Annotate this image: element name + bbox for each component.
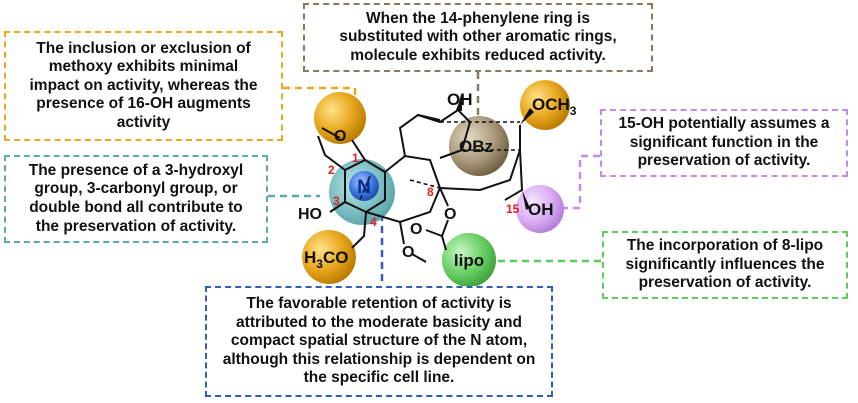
position-3: 3: [333, 194, 340, 208]
obz-sphere: [449, 116, 509, 176]
phenylene-line-1: When the 14-phenylene ring is: [366, 9, 590, 27]
phenylene-callout: When the 14-phenylene ring is substitute…: [303, 3, 653, 72]
position-4: 4: [370, 215, 377, 229]
methoxy-line-1: The inclusion or exclusion of: [36, 39, 251, 57]
phenylene-line-2: substituted with other aromatic rings,: [339, 28, 617, 46]
methoxy-line-3: impact on activity, whereas the: [29, 76, 258, 94]
hydroxyl3-line-3: double bond all contribute to: [29, 199, 243, 216]
methoxy-callout: The inclusion or exclusion of methoxy ex…: [4, 31, 283, 141]
nitrogen-line-2: attributed to the moderate basicity and: [236, 313, 522, 331]
methoxy-connector: [283, 86, 357, 100]
hydroxyl3-line-2: group, 3-carbonyl group, or: [34, 180, 238, 198]
methoxy-line-5: activity: [116, 113, 171, 131]
hydroxyl3-line-1: The presence of a 3-hydroxyl: [28, 161, 244, 179]
hydroxyl15-line-3: preservation of activity.: [637, 152, 811, 170]
hydroxyl15-callout: 15-OH potentially assumes a significant …: [600, 109, 848, 177]
nitrogen-line-3: compact spatial structure of the N atom,: [230, 332, 528, 350]
hydroxyl15-line-2: significant function in the: [629, 133, 819, 151]
o-8-label: O: [444, 206, 456, 223]
obz-label: OBz: [459, 137, 493, 156]
oh15-label: OH: [528, 200, 554, 219]
oh-top-label: OH: [447, 90, 473, 109]
och3-sphere: [520, 80, 570, 130]
o-methoxy-top-label: O: [334, 128, 346, 145]
nitrogen-label: N: [357, 177, 371, 198]
lipo8-callout: The incorporation of 8-lipo significantl…: [602, 231, 848, 299]
nitrogen-sphere: [349, 171, 379, 201]
methoxy-line-4: presence of 16-OH augments: [36, 95, 251, 113]
nitrogen-line-1: The favorable retention of activity is: [246, 295, 512, 313]
lipo-label: lipo: [454, 251, 484, 270]
lipo8-line-2: significantly influences the: [625, 255, 825, 273]
position-2: 2: [328, 163, 335, 177]
position-15: 15: [506, 202, 520, 216]
position-1: 1: [352, 151, 359, 165]
lipo8-line-3: preservation of activity.: [638, 274, 812, 292]
oh15-sphere: [516, 185, 564, 233]
hydroxyl3-line-4: the preservation of activity.: [35, 217, 237, 235]
lipo-sphere: [442, 233, 496, 287]
hydroxyl15-connector: [562, 154, 600, 210]
h3co-sphere: [302, 230, 356, 284]
molecule-wedges: [456, 95, 534, 210]
hydroxyl3-callout: The presence of a 3-hydroxyl group, 3-ca…: [4, 155, 268, 243]
h3co-label: H3CO: [304, 248, 348, 271]
hydroxyl15-line-1: 15-OH potentially assumes a: [618, 115, 830, 133]
o-bottom-label: O: [402, 244, 414, 261]
o-ester-label: O: [410, 221, 422, 238]
methoxy-line-2: methoxy exhibits minimal: [48, 58, 239, 76]
nitrogen-line-5: the specific cell line.: [303, 369, 455, 387]
ho-left-label: HO: [298, 206, 322, 223]
phenylene-line-3: molecule exhibits reduced activity.: [350, 46, 606, 64]
nitrogen-line-4: although this relationship is dependent …: [222, 350, 536, 368]
molecule-dashed-bonds: [359, 121, 520, 201]
lipo8-line-1: The incorporation of 8-lipo: [626, 237, 824, 255]
nitrogen-callout: The favorable retention of activity is a…: [205, 286, 553, 397]
och3-top-label: OCH3: [532, 95, 577, 118]
position-8: 8: [427, 185, 434, 199]
